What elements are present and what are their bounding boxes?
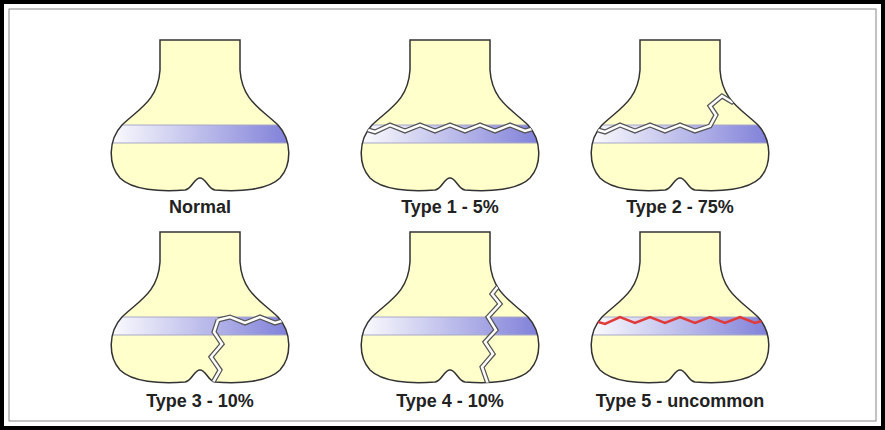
type-label: Type 3 - 10% [146, 390, 254, 412]
type-label: Type 4 - 10% [396, 390, 504, 412]
type1-bone [355, 40, 545, 191]
type-label: Type 2 - 75% [626, 196, 734, 218]
type2-bone [585, 40, 775, 191]
type-label: Normal [169, 196, 231, 218]
type-label: Type 1 - 5% [401, 196, 499, 218]
type3-bone [105, 232, 295, 384]
type4-bone [355, 232, 545, 387]
inner-frame [9, 9, 876, 421]
type-label: Type 5 - uncommon [596, 390, 765, 412]
normal-bone [105, 40, 295, 191]
type5-bone [585, 232, 775, 383]
